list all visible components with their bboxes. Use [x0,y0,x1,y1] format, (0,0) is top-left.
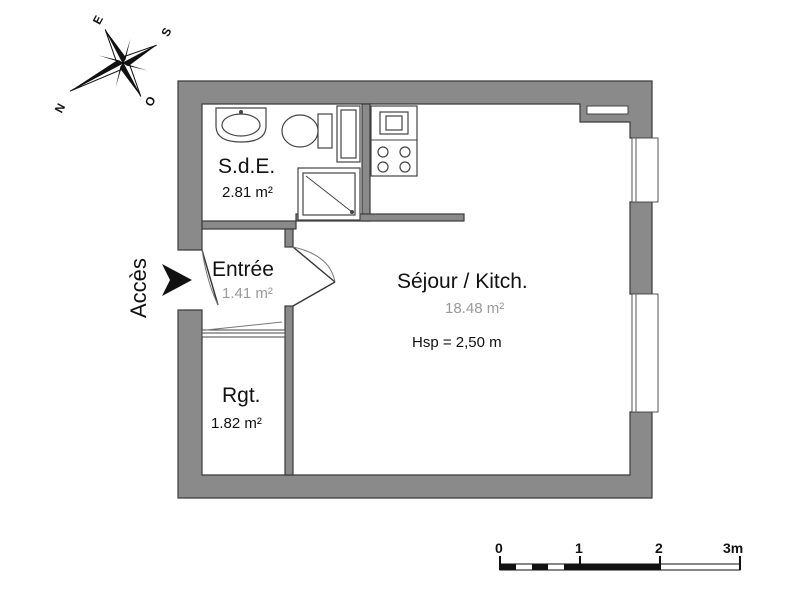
sejour-door [292,246,336,307]
room-area-rgt: 1.82 m² [211,415,262,432]
scale-label-3m: 3m [723,540,743,556]
access-label: Accès [126,258,151,318]
room-name-rgt: Rgt. [222,384,261,407]
entry-door [201,249,219,306]
scale-label-2: 2 [655,540,663,556]
compass-s-label: S [158,25,174,39]
right-windows [631,137,659,413]
room-name-entree: Entrée [212,258,274,281]
scale-bar-icon [499,556,741,571]
scale-label-0: 0 [495,540,503,556]
storage-unit [336,105,361,163]
compass-e-label: E [90,13,106,27]
ceiling-height-label: Hsp = 2,50 m [412,334,502,351]
scale-label-1: 1 [575,540,583,556]
toilet-icon [281,113,333,149]
compass-rose-icon: N E S O [52,13,175,115]
room-area-sde: 2.81 m² [222,184,273,201]
room-area-sejour: 18.48 m² [445,300,504,317]
compass-o-label: O [142,94,159,109]
shower-icon [297,167,361,221]
room-area-entree: 1.41 m² [222,285,273,302]
washbasin-icon [215,107,267,143]
compass-n-label: N [52,101,68,115]
cooktop-icon [370,105,418,177]
exterior-walls [177,80,653,499]
room-name-sde: S.d.E. [218,155,275,178]
interior-partitions [201,103,465,476]
room-name-sejour: Séjour / Kitch. [397,270,528,293]
rgt-door [205,321,283,331]
access-arrow-icon [162,264,192,296]
